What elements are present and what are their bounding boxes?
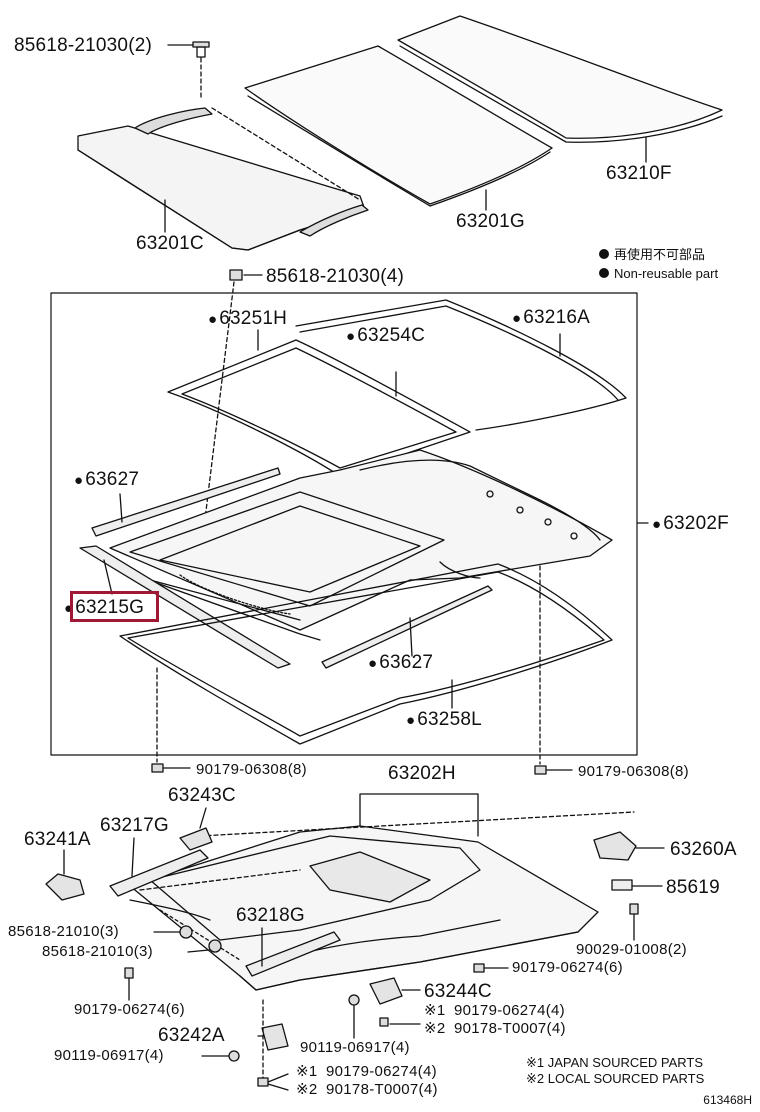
note-japan: ※1 JAPAN SOURCED PARTS	[526, 1055, 704, 1070]
screw-a-part	[124, 967, 134, 1001]
label-gasket: 63258L	[406, 710, 482, 729]
shade-cover-part	[77, 107, 369, 251]
assembly-box	[50, 292, 638, 756]
garnish-part	[109, 837, 209, 897]
frame-body-part	[109, 449, 613, 641]
label-rail-right: 63627	[368, 653, 433, 672]
label-nut-x2b: 90178-T0007(4)	[326, 1081, 438, 1098]
label-clip: 85619	[666, 877, 720, 898]
highlight-box	[70, 591, 159, 622]
deflector-part	[79, 545, 291, 669]
legend-en: Non-reusable part	[614, 266, 719, 281]
screw-b-part	[473, 963, 509, 973]
glass-rear-part	[244, 45, 553, 211]
label-screw-b: 90179-06274(6)	[512, 959, 623, 976]
motor-bracket-part	[593, 831, 665, 861]
housing-bracket-line	[359, 793, 479, 837]
bolt-top-part	[167, 41, 210, 58]
label-rail-g: 63218G	[236, 905, 305, 926]
note-local: ※2 LOCAL SOURCED PARTS	[526, 1071, 705, 1086]
label-bolt-d: 90119-06917(4)	[300, 1039, 410, 1056]
label-bracket-c: 63243C	[168, 785, 236, 806]
bolt-frame-part	[229, 269, 263, 281]
label-bolt-top: 85618-21030(2)	[14, 35, 153, 56]
clip-part	[611, 879, 663, 891]
label-motor-bracket: 63260A	[670, 839, 737, 860]
label-housing: 63202H	[388, 763, 456, 784]
label-weatherstrip: 63216A	[512, 308, 590, 327]
mark-x2: ※2	[424, 1020, 446, 1037]
mark-x1b: ※1	[296, 1063, 318, 1080]
label-frame-assy: 63202F	[652, 514, 729, 533]
screw-left-part	[151, 763, 191, 773]
mark-x1: ※1	[424, 1002, 446, 1019]
bolt-d-part	[348, 994, 360, 1039]
bolt-c-part	[201, 1050, 240, 1062]
screw-right-part	[534, 765, 573, 775]
label-rail-left: 63627	[74, 470, 139, 489]
reference-number: 613468H	[703, 1093, 752, 1107]
bolt-a-part	[153, 925, 193, 939]
weatherstrip-part	[295, 299, 627, 431]
label-bracket-42a: 63242A	[158, 1025, 225, 1046]
mark-x2b: ※2	[296, 1081, 318, 1098]
label-bracket-44c: 63244C	[424, 981, 492, 1002]
label-deflector: 63215G	[64, 598, 144, 617]
seal-ring-part	[167, 329, 471, 477]
label-bolt-b: 85618-21010(3)	[42, 943, 153, 960]
label-garnish: 63217G	[100, 815, 169, 836]
label-seal-inner: 63254C	[346, 326, 425, 345]
label-screw-x1b: 90179-06274(4)	[326, 1063, 437, 1080]
label-screw-x1: 90179-06274(4)	[454, 1002, 565, 1019]
label-glass-rear: 63201G	[456, 211, 525, 232]
legend-jp: 再使用不可部品	[614, 247, 706, 262]
bracket-44c-part	[369, 977, 421, 1027]
label-bolt-frame: 85618-21030(4)	[266, 266, 405, 287]
nut-motor-part	[629, 903, 639, 941]
bolt-b-part	[187, 939, 222, 953]
rail-right-part	[321, 585, 493, 669]
gasket-part	[119, 563, 613, 745]
label-bolt-a: 85618-21010(3)	[8, 923, 119, 940]
label-nut-x2: 90178-T0007(4)	[454, 1020, 566, 1037]
label-bolt-c: 90119-06917(4)	[54, 1047, 164, 1064]
leader-dashed	[211, 107, 361, 201]
label-screw-right: 90179-06308(8)	[578, 763, 689, 780]
label-screw-a: 90179-06274(6)	[74, 1001, 185, 1018]
label-screw-left: 90179-06308(8)	[196, 761, 307, 778]
housing-part	[129, 825, 599, 991]
rail-g-part	[245, 927, 341, 977]
glass-front-part	[397, 15, 723, 163]
rail-left-part	[91, 467, 281, 537]
bracket-42a-part	[257, 1023, 289, 1051]
label-shade-cover: 63201C	[136, 233, 204, 254]
bracket-a-part	[45, 849, 85, 901]
bracket-c-part	[179, 807, 213, 851]
screw-x-part	[257, 999, 289, 1091]
label-bracket-a: 63241A	[24, 829, 91, 850]
label-seal-outer: 63251H	[208, 309, 287, 328]
label-glass-front: 63210F	[606, 163, 672, 184]
label-nut-motor: 90029-01008(2)	[576, 941, 687, 958]
